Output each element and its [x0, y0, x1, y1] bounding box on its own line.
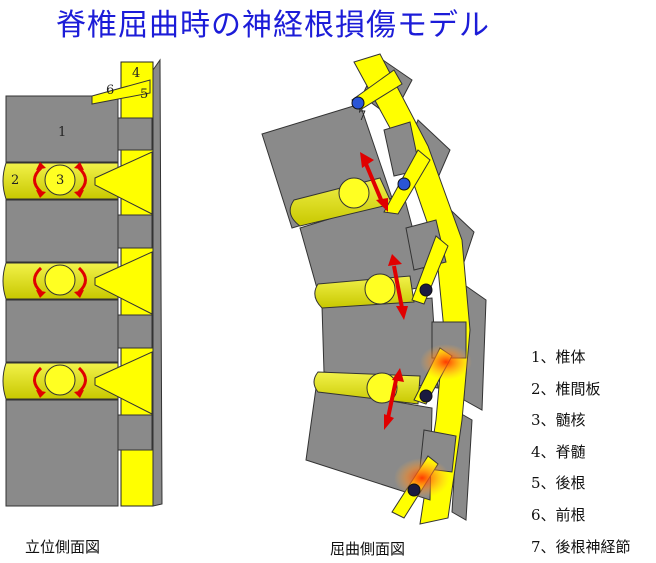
title-bar: 脊椎屈曲時の神経根損傷モデル: [0, 0, 656, 44]
nucleus-pulposus: [366, 372, 398, 404]
legend-item: 2、椎間板: [531, 379, 601, 398]
nucleus-pulposus: [364, 273, 396, 305]
nucleus-pulposus: [44, 164, 76, 196]
marker-root-ganglion: 7: [358, 109, 366, 124]
vertebral-body: [5, 299, 119, 363]
nerve-root: [94, 351, 153, 415]
lamina-block: [117, 314, 153, 349]
legend-item: 7、後根神経節: [531, 537, 631, 556]
legend-item: 1、椎体: [531, 348, 586, 366]
marker-disc: 2: [11, 173, 19, 188]
lamina-block: [117, 414, 153, 451]
nucleus-pulposus: [44, 264, 76, 296]
nerve-root: [91, 79, 151, 105]
vertebral-body: [5, 399, 119, 507]
stretch-arrows: [360, 152, 408, 430]
injury-glow: [394, 458, 450, 498]
vertebral-body: [5, 199, 119, 263]
marker-anterior-root: 6: [106, 83, 114, 98]
nucleus-pulposus: [44, 364, 76, 396]
injury-glow: [420, 344, 472, 380]
marker-vertebral-body: 1: [58, 125, 66, 140]
legend-item: 4、脊髄: [531, 442, 586, 461]
posterior-element: [152, 58, 163, 507]
caption-flexion: 屈曲側面図: [330, 540, 406, 558]
legend-item: 6、前根: [531, 505, 586, 524]
root-ganglion-normal: [351, 96, 365, 110]
legend: 1、椎体 2、椎間板 3、髄核 4、脊髄 5、後根 6、前根 7、後根神経節: [531, 342, 631, 563]
legend-item: 5、後根: [531, 474, 586, 493]
flexion-view: 7: [261, 53, 487, 525]
arrow-heads: [36, 162, 84, 398]
root-ganglion-injured: [419, 283, 433, 297]
root-ganglion-normal: [397, 177, 411, 191]
marker-spinal-cord: 4: [132, 66, 140, 81]
standing-view: 1 2 3 4 6 5: [2, 58, 163, 507]
marker-posterior-root: 5: [140, 87, 148, 102]
caption-standing: 立位側面図: [25, 538, 101, 556]
root-ganglion-injured: [419, 389, 433, 403]
nucleus-pulposus: [338, 177, 370, 209]
legend-item: 3、髄核: [531, 411, 586, 430]
lamina-block: [117, 214, 153, 249]
root-ganglion-injured: [407, 483, 421, 497]
lamina-block: [117, 117, 153, 151]
vertebral-body: [5, 95, 119, 163]
pressure-arrows: [33, 166, 87, 394]
diagram-title: 脊椎屈曲時の神経根損傷モデル: [56, 8, 490, 43]
nerve-root: [94, 151, 153, 215]
marker-nucleus: 3: [56, 173, 64, 188]
nerve-root: [94, 251, 153, 315]
